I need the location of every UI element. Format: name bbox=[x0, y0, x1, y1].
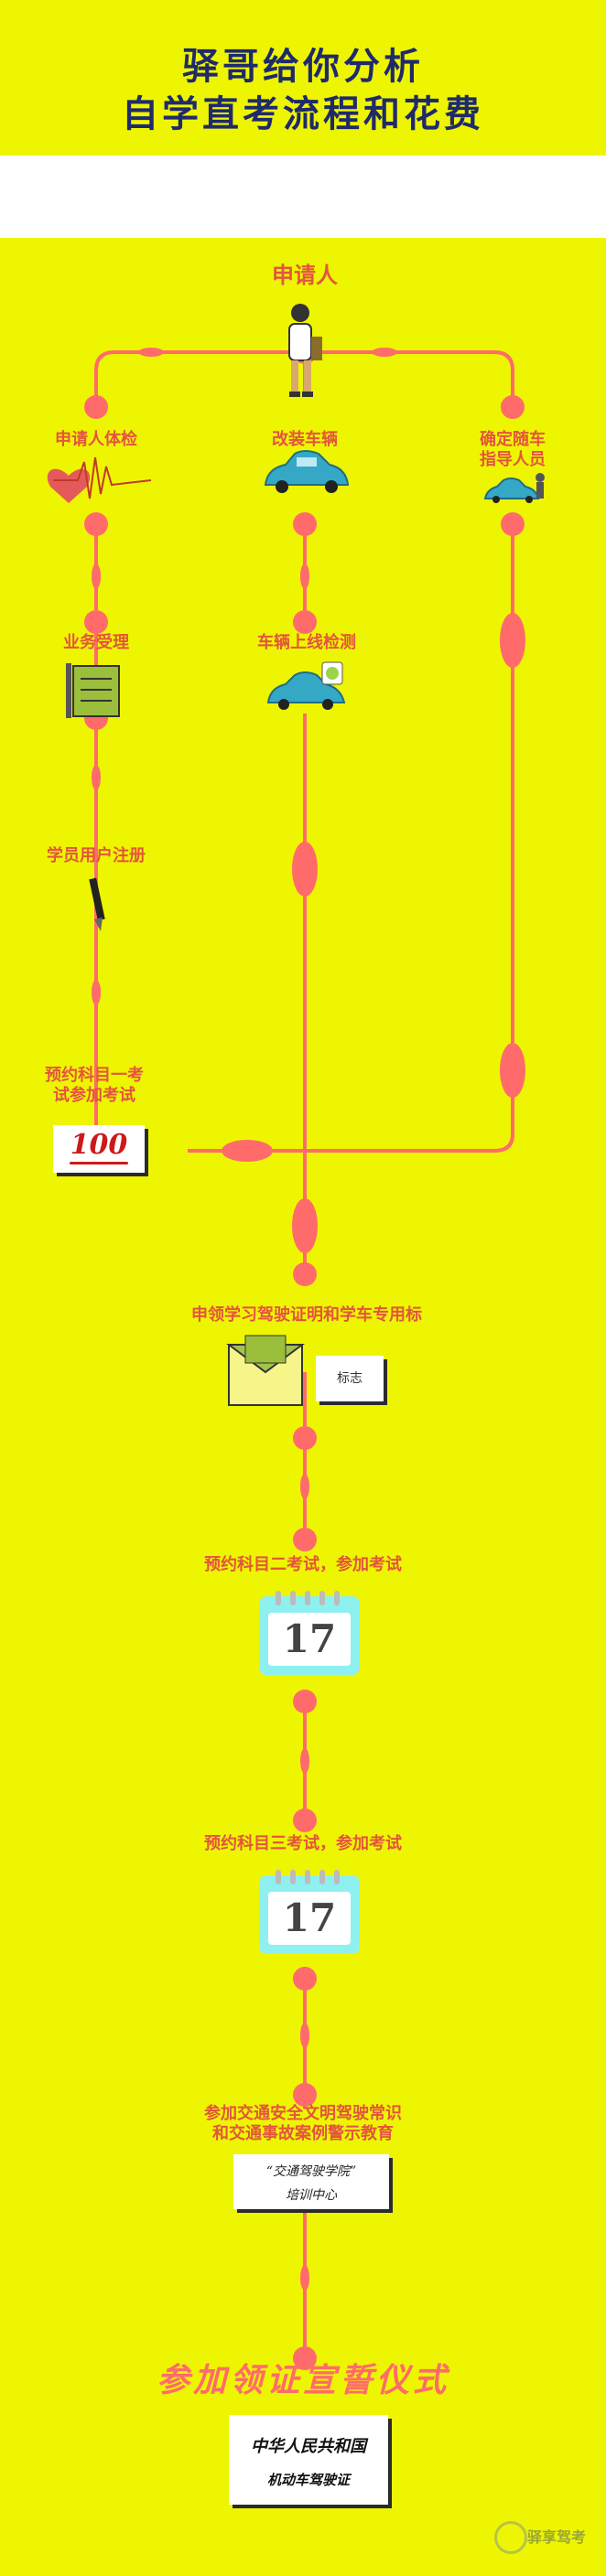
step-subject1-label-line1: 预约科目一考 bbox=[45, 1066, 144, 1085]
license-type: 机动车驾驶证 bbox=[266, 2472, 350, 2488]
driver-license-card: 中华人民共和国 机动车驾驶证 bbox=[229, 2415, 388, 2505]
right-connector bbox=[188, 521, 514, 1153]
school-card: “交通驾驶学院” 培训中心 bbox=[233, 2154, 389, 2209]
step-subject1-label-line2: 试参加考试 bbox=[53, 1086, 135, 1105]
steering-wheel-icon bbox=[494, 2521, 527, 2554]
step-safety-label-line1: 参加交通安全文明驾驶常识 bbox=[204, 2104, 402, 2123]
step-business-label: 业务受理 bbox=[63, 633, 129, 652]
step-subject3-label: 预约科目三考试，参加考试 bbox=[204, 1834, 402, 1853]
step-subject2-label: 预约科目二考试，参加考试 bbox=[204, 1555, 402, 1574]
applicant-label: 申请人 bbox=[272, 263, 338, 288]
score-underline bbox=[70, 1162, 128, 1165]
school-card-subtitle: 培训中心 bbox=[286, 2188, 337, 2203]
step-register-label: 学员用户注册 bbox=[47, 846, 146, 865]
page-title-line1: 驿哥给你分析 bbox=[182, 46, 424, 88]
sign-card: 标志 bbox=[316, 1356, 384, 1401]
calendar-subject2-icon: 17 bbox=[259, 1591, 360, 1675]
step-guide-label-line2: 指导人员 bbox=[480, 450, 546, 469]
score-value: 100 bbox=[70, 1129, 128, 1161]
step-modify-car-label: 改装车辆 bbox=[272, 430, 338, 449]
watermark-text: 驿享驾考 bbox=[527, 2528, 587, 2546]
step-safety-label-line2: 和交通事故案例警示教育 bbox=[212, 2124, 394, 2143]
ceremony-title: 参加领证宣誓仪式 bbox=[156, 2361, 449, 2399]
white-banner bbox=[0, 156, 606, 238]
school-card-title: “交通驾驶学院” bbox=[265, 2164, 357, 2179]
page-title-line2: 自学直考流程和花费 bbox=[122, 93, 484, 135]
step-permit-label: 申领学习驾驶证明和学车专用标 bbox=[191, 1305, 422, 1325]
license-country: 中华人民共和国 bbox=[251, 2437, 366, 2456]
step-car-inspection-label: 车辆上线检测 bbox=[257, 633, 356, 652]
score-card: 100 bbox=[53, 1125, 145, 1173]
calendar-subject3-icon: 17 bbox=[259, 1870, 360, 1954]
calendar-day: 17 bbox=[268, 1892, 351, 1945]
calendar-day: 17 bbox=[268, 1613, 351, 1666]
step-medical-check-label: 申请人体检 bbox=[55, 430, 137, 449]
step-guide-label-line1: 确定随车 bbox=[480, 430, 546, 449]
